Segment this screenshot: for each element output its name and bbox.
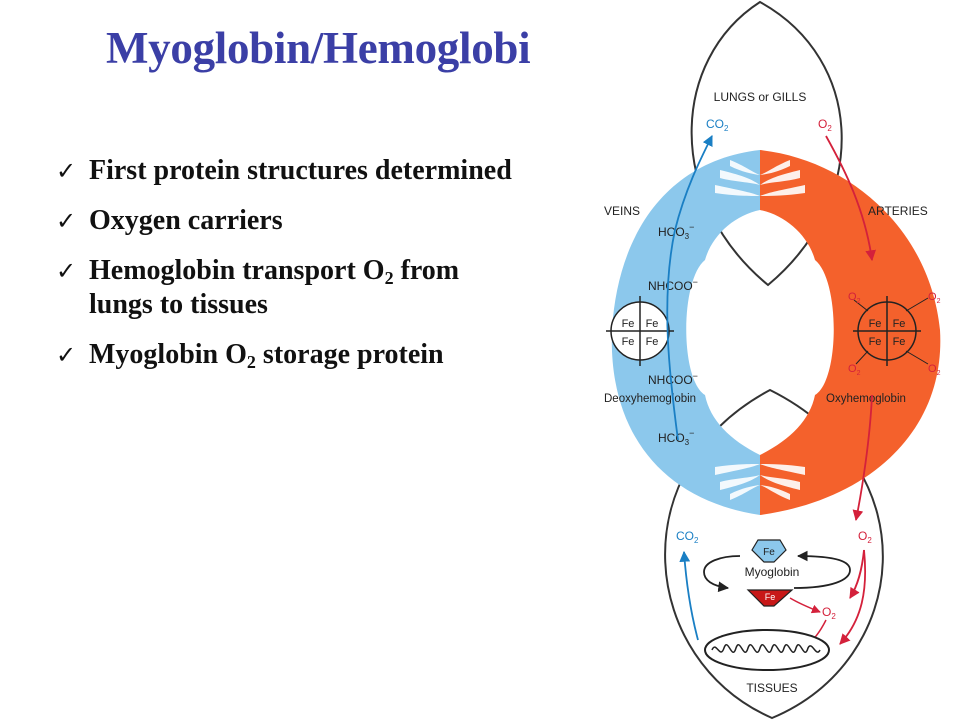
- tissue-o2-upper-label: O2: [858, 529, 872, 545]
- svg-text:O2: O2: [848, 291, 861, 305]
- tissue-co2-label: CO2: [676, 529, 699, 545]
- bullet-subscript: 2: [384, 268, 394, 288]
- check-icon: ✓: [56, 207, 77, 235]
- venous-co2-arrow: [666, 135, 713, 441]
- svg-text:O2: O2: [928, 363, 941, 377]
- svg-text:Fe: Fe: [893, 336, 906, 348]
- svg-text:Fe: Fe: [763, 547, 775, 558]
- hco3-upper-label: HCO3−: [658, 222, 694, 241]
- tissues-label: TISSUES: [746, 681, 797, 695]
- oxyhemoglobin-o2-labels: O2 O2 O2 O2: [848, 291, 941, 377]
- oxyhemoglobin-heme: Fe Fe Fe Fe: [853, 296, 929, 366]
- svg-text:Fe: Fe: [622, 336, 635, 348]
- tissue-o2-arrow: [849, 549, 865, 599]
- svg-text:Fe: Fe: [622, 318, 635, 330]
- tissue-co2-arrow: [679, 550, 699, 641]
- tissue-capillaries: [715, 464, 805, 500]
- nhcoo-lower-label: NHCOO−: [648, 371, 698, 387]
- svg-text:Fe: Fe: [646, 336, 659, 348]
- tissue-o2-to-mito-arrow: [839, 549, 867, 645]
- lung-o2-label: O2: [818, 117, 832, 133]
- bullet-text: Myoglobin O: [89, 339, 247, 370]
- check-icon: ✓: [56, 257, 77, 285]
- tissue-o2-lower-label: O2: [822, 605, 836, 621]
- svg-text:Fe: Fe: [646, 318, 659, 330]
- bullet-subscript: 2: [246, 352, 256, 372]
- deoxyhemoglobin-label: Deoxyhemoglobin: [604, 393, 696, 405]
- oxyhemoglobin-label: Oxyhemoglobin: [826, 393, 906, 405]
- bullet-item: ✓ Myoglobin O2 storage protein: [56, 338, 526, 372]
- deoxyhemoglobin-heme: Fe Fe Fe Fe: [606, 296, 674, 366]
- myoglobin-label: Myoglobin: [745, 565, 800, 579]
- bullet-list: ✓ First protein structures determined ✓ …: [56, 154, 526, 388]
- slide-title: Myoglobin/Hemoglobi: [106, 23, 531, 73]
- myoglobin-release-arrow: [789, 597, 821, 614]
- myoglobin-fe-oxy: Fe: [746, 589, 794, 607]
- check-icon: ✓: [56, 341, 77, 369]
- lung-capillaries: [715, 160, 805, 196]
- svg-text:O2: O2: [928, 291, 941, 305]
- bullet-item: ✓ Oxygen carriers: [56, 204, 526, 238]
- arteries-label: ARTERIES: [868, 204, 928, 218]
- bullet-text: Hemoglobin transport O: [89, 255, 385, 286]
- arterial-blood-band: [760, 150, 941, 515]
- myoglobin-cycle-lower-arrow: [793, 550, 851, 589]
- myoglobin-cycle-upper-arrow: [703, 555, 741, 593]
- myoglobin-fe-deoxy: Fe: [751, 539, 787, 563]
- bullet-text: Oxygen carriers: [89, 205, 283, 236]
- bullet-text-after: from lungs to tissues: [89, 255, 460, 320]
- svg-text:Fe: Fe: [869, 318, 882, 330]
- lungs-label: LUNGS or GILLS: [714, 90, 807, 104]
- venous-blood-band: [611, 150, 760, 515]
- bullet-item: ✓ First protein structures determined: [56, 154, 526, 188]
- arterial-o2-arrow: [825, 135, 876, 262]
- lung-co2-label: CO2: [706, 117, 729, 133]
- arterial-down-arrow: [852, 394, 873, 522]
- oxygen-transport-diagram: LUNGS or GILLS TISSUES VEINS ARTERIES CO…: [604, 0, 941, 720]
- check-icon: ✓: [56, 157, 77, 185]
- bullet-text: First protein structures determined: [89, 155, 512, 186]
- svg-text:O2: O2: [848, 363, 861, 377]
- svg-text:Fe: Fe: [869, 336, 882, 348]
- mitochondrion-icon: [704, 629, 830, 671]
- svg-text:Fe: Fe: [893, 318, 906, 330]
- svg-text:Fe: Fe: [765, 592, 776, 602]
- bullet-text-after: storage protein: [255, 339, 444, 370]
- veins-label: VEINS: [604, 204, 640, 218]
- bullet-item: ✓ Hemoglobin transport O2 from lungs to …: [56, 254, 526, 322]
- nhcoo-upper-label: NHCOO−: [648, 277, 698, 293]
